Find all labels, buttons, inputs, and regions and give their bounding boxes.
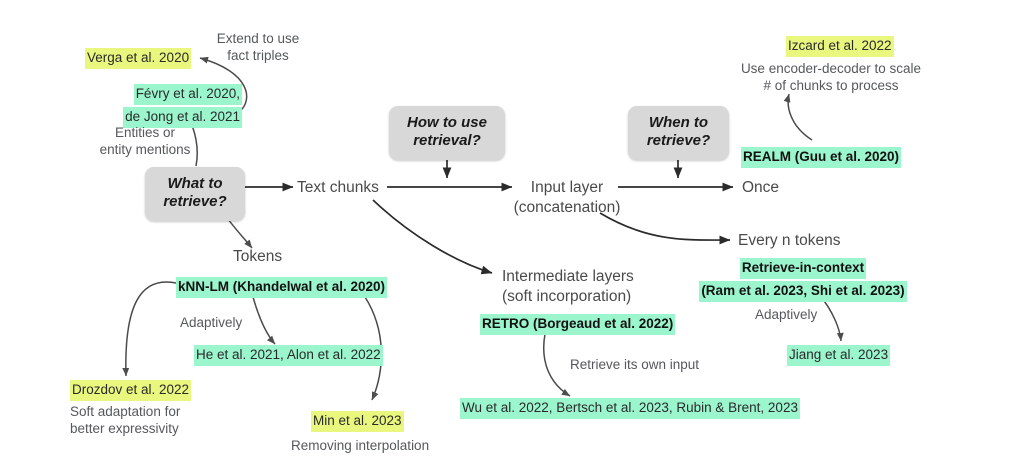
annotation-adaptively-right: Adaptively: [755, 307, 818, 322]
annotation-extend-line2: fact triples: [227, 48, 289, 64]
node-input-layer-line1: Input layer: [530, 179, 604, 196]
citation-ric-line1: Retrieve-in-context: [739, 258, 867, 280]
annotation-adaptively-left: Adaptively: [180, 315, 243, 330]
citation-izcard: Izcard et al. 2022: [786, 36, 894, 57]
node-intermediate-line1: Intermediate layers: [502, 268, 634, 285]
citation-knnlm: kNN-LM (Khandelwal et al. 2020): [176, 277, 388, 298]
annotation-soft-line1: Soft adaptation for: [70, 404, 181, 419]
node-verga: Verga et al. 2020: [85, 48, 192, 69]
pill-how-to-use-retrieval[interactable]: How to use retrieval?: [389, 106, 505, 160]
node-input-layer: Input layer (concatenation): [512, 178, 622, 218]
citation-fevry: Févry et al. 2020,: [133, 84, 242, 106]
edge-knnlm-to-drozdov: [122, 281, 177, 377]
node-retro: RETRO (Borgeaud et al. 2022): [480, 314, 676, 335]
node-jiang: Jiang et al. 2023: [787, 345, 891, 366]
node-he-alon: He et al. 2021, Alon et al. 2022: [194, 345, 383, 366]
pill-when-to-retrieve[interactable]: When to retrieve?: [628, 106, 729, 160]
node-fevry-dejong: Févry et al. 2020, de Jong et al. 2021: [100, 83, 242, 129]
citation-wu-bertsch-rubin: Wu et al. 2022, Bertsch et al. 2023, Rub…: [460, 398, 800, 419]
node-every-n-tokens: Every n tokens: [738, 231, 841, 251]
node-realm: REALM (Guu et al. 2020): [741, 147, 902, 168]
node-retrieve-in-context: Retrieve-in-context (Ram et al. 2023, Sh…: [697, 257, 909, 303]
pill-what-line1: What to: [167, 175, 223, 192]
citation-he-alon: He et al. 2021, Alon et al. 2022: [194, 345, 383, 366]
annotation-soft-line2: better expressivity: [70, 421, 179, 437]
citation-jiang: Jiang et al. 2023: [787, 345, 891, 366]
annotation-removing-interpolation: Removing interpolation: [291, 438, 430, 453]
citation-retro: RETRO (Borgeaud et al. 2022): [480, 314, 676, 335]
pill-how-line1: How to use: [406, 114, 487, 131]
node-knn-lm: kNN-LM (Khandelwal et al. 2020): [176, 277, 388, 298]
node-intermediate-layers: Intermediate layers (soft incorporation): [502, 267, 634, 307]
node-tokens-label: Tokens: [233, 248, 283, 265]
pill-when-line1: When to: [648, 114, 709, 131]
annotation-encdec-line1: Use encoder-decoder to scale: [740, 61, 922, 76]
pill-what-line2: retrieve?: [163, 193, 227, 211]
node-once: Once: [742, 178, 779, 198]
node-input-layer-line2: (concatenation): [513, 199, 621, 217]
edge-retro-to-wu: [543, 333, 571, 397]
node-izcard: Izcard et al. 2022: [786, 36, 894, 57]
edge-realm-to-izcard: [783, 93, 813, 141]
pill-how-line2: retrieval?: [413, 132, 481, 150]
node-once-label: Once: [742, 179, 780, 196]
annotation-extend-line1: Extend to use: [216, 31, 300, 46]
annotation-encdec-line2: # of chunks to process: [763, 78, 899, 94]
annotation-entities: Entities or entity mentions: [83, 124, 207, 159]
node-drozdov: Drozdov et al. 2022: [70, 380, 192, 401]
edge-textchunks-to-intermediate: [372, 199, 493, 275]
citation-drozdov: Drozdov et al. 2022: [70, 380, 192, 401]
citation-min: Min et al. 2023: [311, 411, 404, 432]
annotation-retrieve-own-input: Retrieve its own input: [570, 357, 700, 372]
citation-ric-line2: (Ram et al. 2023, Shi et al. 2023): [699, 281, 907, 303]
node-text-chunks-label: Text chunks: [297, 179, 379, 196]
citation-verga: Verga et al. 2020: [85, 48, 192, 69]
edge-knnlm-to-healon: [252, 296, 276, 345]
pill-when-line2: retrieve?: [646, 132, 711, 150]
pill-what-to-retrieve[interactable]: What to retrieve?: [145, 167, 245, 221]
annotation-encoder-decoder: Use encoder-decoder to scale # of chunks…: [735, 60, 927, 95]
node-text-chunks: Text chunks: [297, 178, 379, 198]
annotation-entities-line2: entity mentions: [99, 142, 191, 158]
annotation-entities-line1: Entities or: [114, 125, 176, 140]
citation-dejong: de Jong et al. 2021: [123, 107, 242, 129]
annotation-extend-fact-triples: Extend to use fact triples: [203, 30, 313, 65]
annotation-soft-adaptation: Soft adaptation for better expressivity: [70, 403, 230, 438]
node-every-n-tokens-label: Every n tokens: [738, 232, 841, 249]
node-intermediate-line2: (soft incorporation): [502, 288, 632, 306]
node-wu-bertsch-rubin: Wu et al. 2022, Bertsch et al. 2023, Rub…: [460, 398, 800, 419]
node-min: Min et al. 2023: [311, 411, 404, 432]
node-tokens: Tokens: [233, 247, 282, 267]
citation-realm: REALM (Guu et al. 2020): [741, 147, 902, 168]
